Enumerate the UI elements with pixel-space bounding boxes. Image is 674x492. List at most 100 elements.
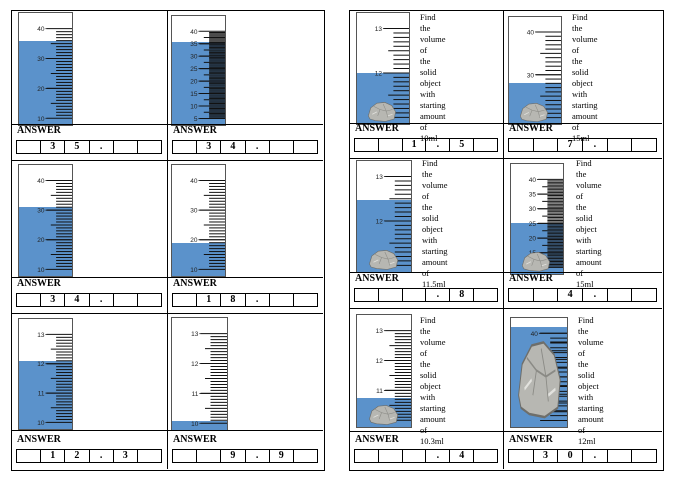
scale-label: 20 [190, 237, 198, 244]
answer-box[interactable]: 8 [220, 294, 244, 306]
answer-box[interactable] [606, 289, 632, 301]
answer-box[interactable] [631, 289, 656, 301]
answer-box[interactable] [509, 289, 533, 301]
answer-box[interactable] [268, 294, 293, 306]
answer-box[interactable] [196, 450, 220, 462]
answer-box[interactable]: 4 [64, 294, 88, 306]
answer-box[interactable]: 4 [220, 141, 244, 153]
answer-box[interactable] [377, 139, 402, 151]
answer-box[interactable] [355, 450, 378, 462]
answer-box[interactable]: 3 [196, 141, 220, 153]
answer-box[interactable] [509, 450, 533, 462]
scale-label: 40 [527, 29, 535, 36]
scale-label: 15 [190, 91, 198, 98]
answer-box[interactable] [473, 450, 497, 462]
answer-box[interactable]: 7 [557, 139, 582, 151]
answer-box[interactable] [136, 141, 161, 153]
scale-label: 10 [191, 421, 199, 428]
answer-box[interactable]: 1 [40, 450, 64, 462]
answer-box[interactable]: . [244, 141, 269, 153]
answer-box[interactable] [292, 141, 317, 153]
answer-box[interactable] [377, 450, 402, 462]
answer-box[interactable] [473, 289, 497, 301]
answer-box[interactable]: . [582, 139, 607, 151]
question-prompt: Find the volume of the solid object with… [420, 315, 446, 447]
answer-box[interactable] [112, 141, 137, 153]
scale-label: 20 [529, 236, 537, 243]
answer-box[interactable]: 8 [449, 289, 473, 301]
answer-box[interactable]: . [425, 289, 449, 301]
answer-box[interactable]: 0 [557, 450, 582, 462]
answer-box[interactable]: 2 [64, 450, 88, 462]
answer-box[interactable]: . [582, 289, 607, 301]
answer-box[interactable] [631, 139, 656, 151]
answer-box[interactable]: . [88, 141, 113, 153]
scale-label: 12 [37, 361, 45, 368]
answer-box[interactable] [173, 294, 196, 306]
answer-box[interactable]: . [582, 450, 607, 462]
answer-box[interactable] [17, 294, 40, 306]
scale-label: 10 [37, 420, 45, 427]
answer-label: ANSWER [173, 434, 217, 445]
answer-box[interactable]: 1 [196, 294, 220, 306]
scale-label: 13 [37, 332, 45, 339]
answer-box[interactable] [112, 294, 137, 306]
answer-box[interactable] [377, 289, 402, 301]
answer-box[interactable]: 5 [449, 139, 473, 151]
answer-box[interactable] [473, 139, 497, 151]
answer-box[interactable]: 3 [112, 450, 137, 462]
grid-line [349, 431, 662, 432]
answer-box[interactable] [173, 450, 196, 462]
grid-line [349, 158, 662, 159]
grid-line [11, 313, 323, 314]
answer-box[interactable] [292, 450, 317, 462]
scale-label: 40 [37, 26, 45, 33]
answer-box[interactable]: 5 [64, 141, 88, 153]
answer-box[interactable]: 3 [40, 294, 64, 306]
answer-box[interactable]: . [244, 294, 269, 306]
answer-box[interactable]: . [88, 450, 113, 462]
answer-box[interactable] [17, 450, 40, 462]
answer-box[interactable]: 9 [268, 450, 293, 462]
answer-box[interactable] [173, 141, 196, 153]
answer-box[interactable] [401, 289, 426, 301]
scale-label: 13 [376, 174, 384, 181]
answer-box[interactable]: 4 [557, 289, 582, 301]
answer-box[interactable]: . [425, 139, 449, 151]
answer-box[interactable]: 3 [532, 450, 558, 462]
answer-box[interactable] [136, 450, 161, 462]
answer-box[interactable] [532, 139, 558, 151]
scale-label: 30 [190, 54, 198, 61]
answer-box[interactable]: . [88, 294, 113, 306]
answer-box[interactable] [606, 139, 632, 151]
answer-box[interactable] [355, 289, 378, 301]
answer-boxes: .4 [354, 449, 498, 463]
question-prompt: Find the volume of the solid object with… [422, 158, 448, 290]
answer-box[interactable]: 9 [220, 450, 244, 462]
answer-box[interactable]: 3 [40, 141, 64, 153]
answer-box[interactable] [606, 450, 632, 462]
answer-box[interactable] [401, 450, 426, 462]
answer-label: ANSWER [509, 434, 553, 445]
grid-line [349, 123, 662, 124]
answer-box[interactable]: . [425, 450, 449, 462]
answer-box[interactable]: 1 [401, 139, 426, 151]
answer-box[interactable] [631, 450, 656, 462]
answer-box[interactable] [268, 141, 293, 153]
scale-label: 35 [529, 192, 537, 199]
answer-box[interactable] [292, 294, 317, 306]
answer-box[interactable]: . [244, 450, 269, 462]
answer-box[interactable] [136, 294, 161, 306]
answer-box[interactable]: 4 [449, 450, 473, 462]
answer-box[interactable] [355, 139, 378, 151]
answer-box[interactable] [509, 139, 533, 151]
grid-line [11, 430, 323, 431]
answer-box[interactable] [532, 289, 558, 301]
answer-box[interactable] [17, 141, 40, 153]
